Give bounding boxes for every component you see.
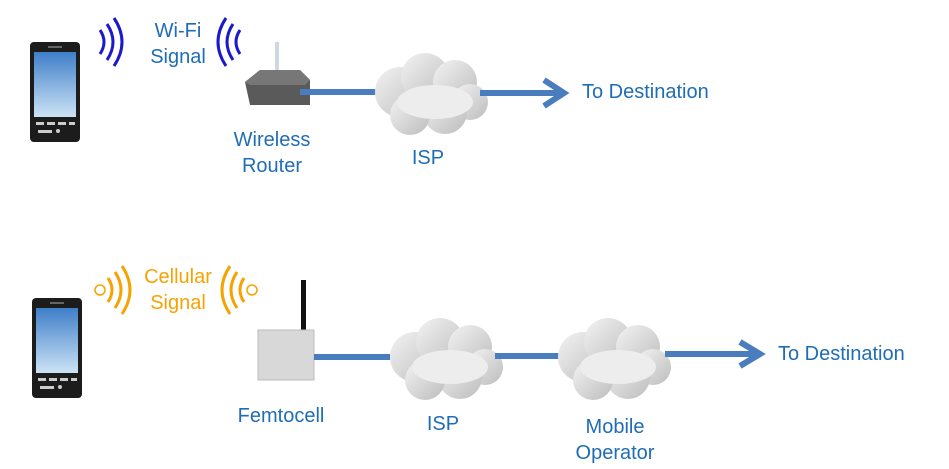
cellular-wave-left-icon — [94, 265, 132, 315]
wifi-wave-right-icon — [216, 17, 242, 67]
isp-cloud-icon — [375, 53, 488, 135]
femtocell-icon — [257, 280, 315, 381]
destination-label: To Destination — [778, 343, 905, 365]
cellular-wave-right-icon — [220, 265, 258, 315]
isp-label: ISP — [426, 413, 460, 435]
destination-label: To Destination — [582, 81, 709, 103]
mobile-operator-cloud-icon — [558, 318, 671, 400]
arrow-head-icon — [542, 77, 570, 109]
femtocell-label: Femtocell — [237, 405, 325, 427]
smartphone-icon — [30, 42, 80, 142]
arrow-head-icon — [738, 339, 766, 369]
isp-cloud-icon — [390, 318, 503, 400]
isp-label: ISP — [411, 147, 445, 169]
smartphone-icon — [32, 298, 82, 398]
wireless-router-icon — [245, 42, 310, 105]
wifi-wave-left-icon — [98, 17, 124, 67]
